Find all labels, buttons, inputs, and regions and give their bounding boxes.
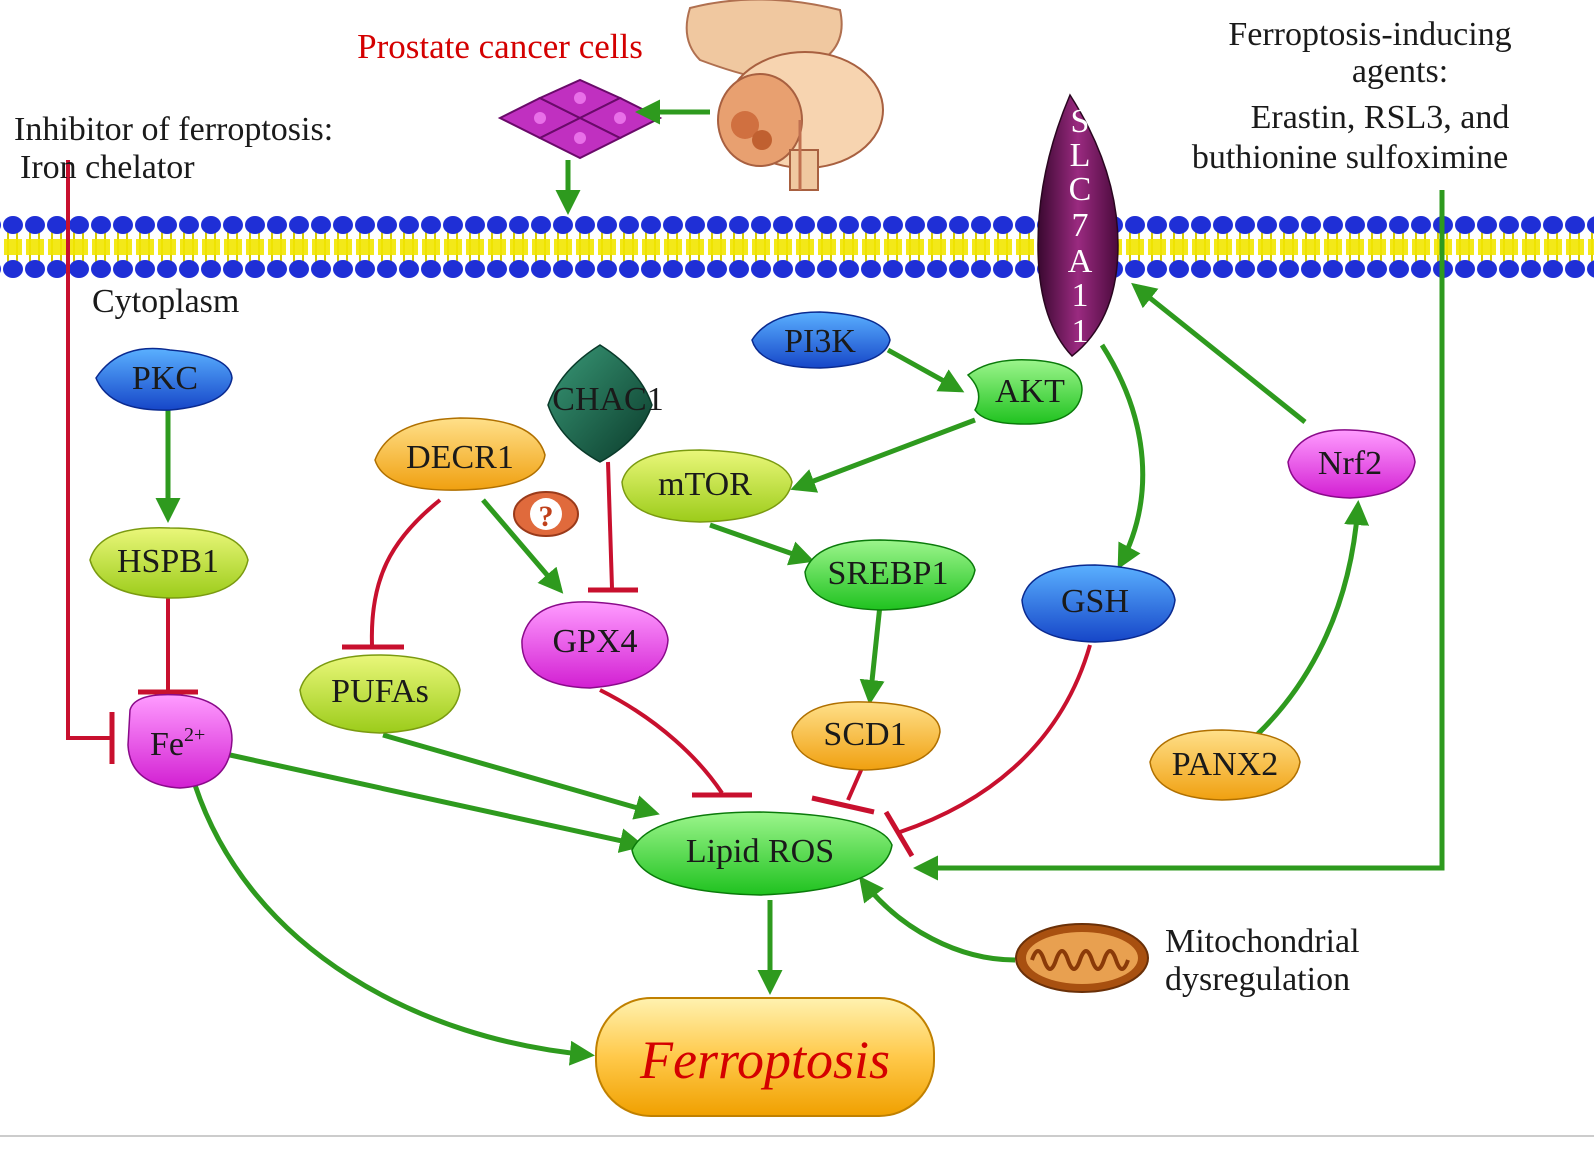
svg-text:1: 1 bbox=[1072, 313, 1089, 350]
svg-text:Iron chelator: Iron chelator bbox=[20, 149, 195, 186]
node-mtor: mTOR bbox=[621, 449, 793, 523]
inhibit-chelator-fe bbox=[66, 160, 112, 740]
node-ferroptosis: Ferroptosis bbox=[595, 997, 935, 1117]
inhibitor-label: Inhibitor of ferroptosis: Iron chelator bbox=[14, 111, 333, 186]
svg-text:Mitochondrial: Mitochondrial bbox=[1165, 923, 1360, 960]
svg-text:HSPB1: HSPB1 bbox=[117, 543, 219, 580]
svg-text:S: S bbox=[1071, 103, 1090, 140]
svg-text:mTOR: mTOR bbox=[658, 466, 752, 503]
activation-edges bbox=[155, 99, 1445, 1066]
svg-text:SREBP1: SREBP1 bbox=[828, 555, 949, 592]
node-scd1: SCD1 bbox=[791, 701, 941, 771]
node-akt: AKT bbox=[966, 359, 1083, 425]
arrow-decr1-gpx4 bbox=[481, 498, 564, 594]
node-pkc: PKC bbox=[95, 347, 233, 411]
svg-text:PKC: PKC bbox=[132, 360, 198, 397]
node-lipid-ros: Lipid ROS bbox=[631, 811, 893, 896]
prostate-illustration bbox=[685, 0, 884, 191]
svg-text:Ferroptosis-inducing: Ferroptosis-inducing bbox=[1228, 16, 1511, 53]
node-hspb1: HSPB1 bbox=[89, 527, 249, 599]
svg-text:7: 7 bbox=[1072, 207, 1089, 244]
arrow-srebp1-scd1 bbox=[859, 604, 885, 705]
arrow-panx2-nrf2 bbox=[1238, 500, 1370, 752]
question-badge: ? bbox=[513, 491, 579, 537]
svg-text:Lipid ROS: Lipid ROS bbox=[686, 833, 834, 870]
svg-text:GPX4: GPX4 bbox=[552, 623, 637, 660]
node-pi3k: PI3K bbox=[751, 311, 891, 369]
svg-text:Nrf2: Nrf2 bbox=[1318, 445, 1382, 482]
svg-text:Fe2+: Fe2+ bbox=[150, 724, 205, 763]
arrow-mito-lipidros bbox=[858, 876, 1016, 963]
arrow-akt-mtor bbox=[790, 417, 976, 493]
inhibit-gsh-lipidros bbox=[899, 644, 1092, 834]
inhibit-decr1-pufas bbox=[369, 498, 442, 646]
cancer-cell-cluster bbox=[497, 78, 663, 160]
cytoplasm-label: Cytoplasm bbox=[92, 283, 239, 320]
node-fe2: Fe2+ bbox=[127, 693, 233, 789]
node-srebp1: SREBP1 bbox=[804, 539, 976, 611]
svg-text:Erastin, RSL3, and: Erastin, RSL3, and bbox=[1251, 99, 1510, 136]
svg-text:Inhibitor of ferroptosis:: Inhibitor of ferroptosis: bbox=[14, 111, 333, 148]
svg-text:PUFAs: PUFAs bbox=[331, 673, 429, 710]
svg-text:buthionine sulfoximine: buthionine sulfoximine bbox=[1192, 139, 1508, 176]
prostate-title: Prostate cancer cells bbox=[357, 27, 643, 66]
arrow-pi3k-akt bbox=[886, 347, 965, 393]
svg-text:SCD1: SCD1 bbox=[823, 716, 906, 753]
svg-text:?: ? bbox=[539, 500, 554, 533]
arrow-fe-ferroptosis bbox=[192, 784, 595, 1066]
inhibition-edges bbox=[66, 160, 1092, 858]
mito-label: Mitochondrial dysregulation bbox=[1165, 923, 1360, 998]
inhibit-scd1-lipidros bbox=[846, 767, 864, 801]
arrow-pufas-lipidros bbox=[382, 732, 660, 820]
svg-text:dysregulation: dysregulation bbox=[1165, 961, 1350, 998]
svg-text:A: A bbox=[1068, 243, 1093, 280]
svg-text:Ferroptosis: Ferroptosis bbox=[639, 1030, 890, 1090]
slc7a11-transporter: S L C 7 A 1 1 bbox=[1037, 93, 1119, 358]
svg-text:L: L bbox=[1070, 137, 1091, 174]
node-nrf2: Nrf2 bbox=[1287, 429, 1416, 499]
svg-text:agents:: agents: bbox=[1352, 53, 1448, 90]
arrow-inducers-lipidros bbox=[913, 190, 1445, 881]
node-gsh: GSH bbox=[1021, 564, 1176, 643]
inhibit-chac1-gpx4 bbox=[606, 461, 614, 589]
arrow-nrf2-slc7a11 bbox=[1131, 282, 1307, 424]
node-decr1: DECR1 bbox=[374, 417, 546, 491]
svg-text:1: 1 bbox=[1072, 277, 1089, 314]
svg-text:AKT: AKT bbox=[995, 373, 1065, 410]
node-pufas: PUFAs bbox=[299, 654, 461, 734]
svg-text:PI3K: PI3K bbox=[784, 323, 856, 360]
node-gpx4: GPX4 bbox=[521, 601, 669, 689]
arrow-fe-lipidros bbox=[229, 752, 645, 853]
svg-text:PANX2: PANX2 bbox=[1172, 746, 1278, 783]
arrow-slc7a11-gsh bbox=[1099, 343, 1146, 570]
svg-text:DECR1: DECR1 bbox=[406, 439, 514, 476]
node-chac1: CHAC1 bbox=[547, 344, 664, 463]
inducers-label: Ferroptosis-inducing agents: Erastin, RS… bbox=[1192, 16, 1512, 176]
inhibit-gpx4-lipidros bbox=[599, 688, 724, 795]
svg-text:C: C bbox=[1069, 171, 1092, 208]
node-panx2: PANX2 bbox=[1149, 729, 1301, 801]
svg-text:GSH: GSH bbox=[1061, 583, 1129, 620]
cell-membrane bbox=[0, 212, 1594, 282]
svg-text:CHAC1: CHAC1 bbox=[552, 381, 663, 418]
mitochondrion-icon bbox=[1015, 923, 1149, 993]
arrow-mtor-srebp1 bbox=[709, 522, 815, 566]
